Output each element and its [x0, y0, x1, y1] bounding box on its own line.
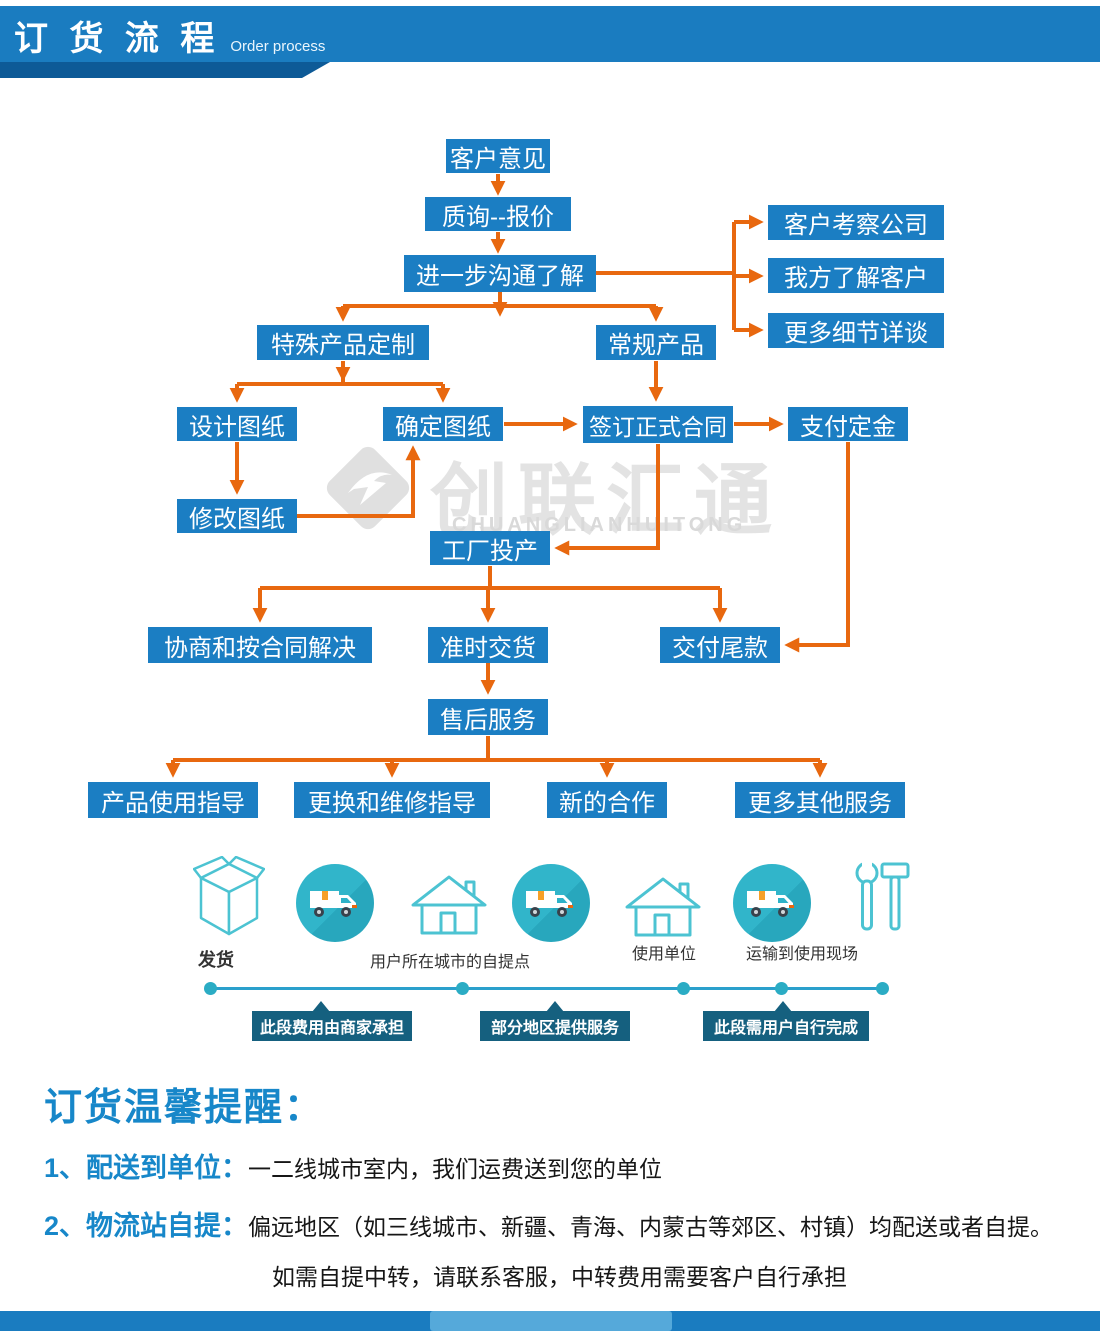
timeline-line [210, 987, 882, 990]
brand-logo-icon [326, 446, 410, 530]
node-new-cooperation: 新的合作 [547, 782, 667, 818]
node-product-usage-guidance: 产品使用指导 [88, 782, 258, 818]
node-confirm-drawing: 确定图纸 [383, 407, 503, 441]
node-sign-formal-contract: 签订正式合同 [583, 406, 733, 443]
tag-pointer [312, 1001, 330, 1012]
house-icon [411, 875, 487, 935]
timeline-tag-partial-service: 部分地区提供服务 [480, 1011, 630, 1041]
timeline-dot [456, 982, 469, 995]
ship-label: 发货 [198, 950, 234, 970]
node-pay-balance: 交付尾款 [660, 627, 780, 663]
tag-pointer [546, 1001, 564, 1012]
page-subtitle: Order process [230, 37, 326, 55]
notice-item-text: 一二线城市室内，我们运费送到您的单位 [248, 1156, 663, 1182]
header-bar: 订 货 流 程 Order process [0, 6, 1100, 62]
node-special-product-customization: 特殊产品定制 [257, 325, 429, 360]
truck-glyph [526, 891, 573, 917]
node-more-details-discussion: 更多细节详谈 [768, 313, 944, 348]
node-negotiate-per-contract: 协商和按合同解决 [148, 627, 372, 663]
notice-note: 如需自提中转，请联系客服，中转费用需要客户自行承担 [272, 1264, 847, 1290]
node-further-communication: 进一步沟通了解 [404, 255, 596, 292]
notice-item-label: 2、物流站自提： [44, 1211, 249, 1241]
page-title: 订 货 流 程 [14, 20, 221, 58]
timeline-tag-user-self: 此段需用户自行完成 [703, 1011, 869, 1041]
package-icon [193, 856, 265, 936]
truck-icon [512, 864, 590, 942]
watermark-text-cn: 创联汇通 [430, 456, 783, 544]
node-customer-visit-company: 客户考察公司 [768, 205, 944, 240]
truck-icon [733, 864, 811, 942]
node-understand-customer: 我方了解客户 [768, 258, 944, 293]
truck-glyph [310, 891, 357, 917]
node-factory-production: 工厂投产 [430, 531, 550, 565]
node-more-other-services: 更多其他服务 [735, 782, 905, 818]
watermark-text-en: CHUANGLIANHUITONG [452, 514, 747, 536]
timeline-tag-seller-cost: 此段费用由商家承担 [252, 1011, 412, 1041]
notice-item-text: 偏远地区（如三线城市、新疆、青海、内蒙古等郊区、村镇）均配送或者自提。 [248, 1214, 1054, 1240]
node-replacement-repair-guidance: 更换和维修指导 [294, 782, 490, 818]
node-design-drawing: 设计图纸 [177, 407, 297, 441]
tag-pointer [774, 1001, 792, 1012]
timeline-dot [677, 982, 690, 995]
notice-title: 订货温馨提醒： [44, 1087, 325, 1129]
timeline-dot [204, 982, 217, 995]
bottom-bar-highlight [430, 1311, 672, 1331]
notice-item: 1、配送到单位：一二线城市室内，我们运费送到您的单位 [44, 1146, 662, 1185]
timeline-dot [775, 982, 788, 995]
node-regular-product: 常规产品 [596, 325, 716, 360]
timeline-dot [876, 982, 889, 995]
node-customer-feedback: 客户意见 [446, 139, 550, 173]
node-inquiry-quote: 质询--报价 [425, 197, 571, 231]
truck-glyph [747, 891, 794, 917]
node-pay-deposit: 支付定金 [788, 407, 908, 441]
node-after-sales-service: 售后服务 [428, 699, 548, 735]
node-modify-drawing: 修改图纸 [177, 499, 297, 533]
notice-item-label: 1、配送到单位： [44, 1153, 249, 1183]
notice-item: 2、物流站自提：偏远地区（如三线城市、新疆、青海、内蒙古等郊区、村镇）均配送或者… [44, 1204, 1053, 1243]
transport-label: 运输到使用现场 [746, 946, 859, 963]
house-icon [625, 877, 701, 937]
header-ribbon [0, 62, 330, 78]
unit-label: 使用单位 [632, 946, 697, 963]
pickup-label: 用户所在城市的自提点 [370, 954, 531, 971]
truck-icon [296, 864, 374, 942]
node-on-time-delivery: 准时交货 [428, 627, 548, 663]
tools-icon [855, 860, 910, 931]
